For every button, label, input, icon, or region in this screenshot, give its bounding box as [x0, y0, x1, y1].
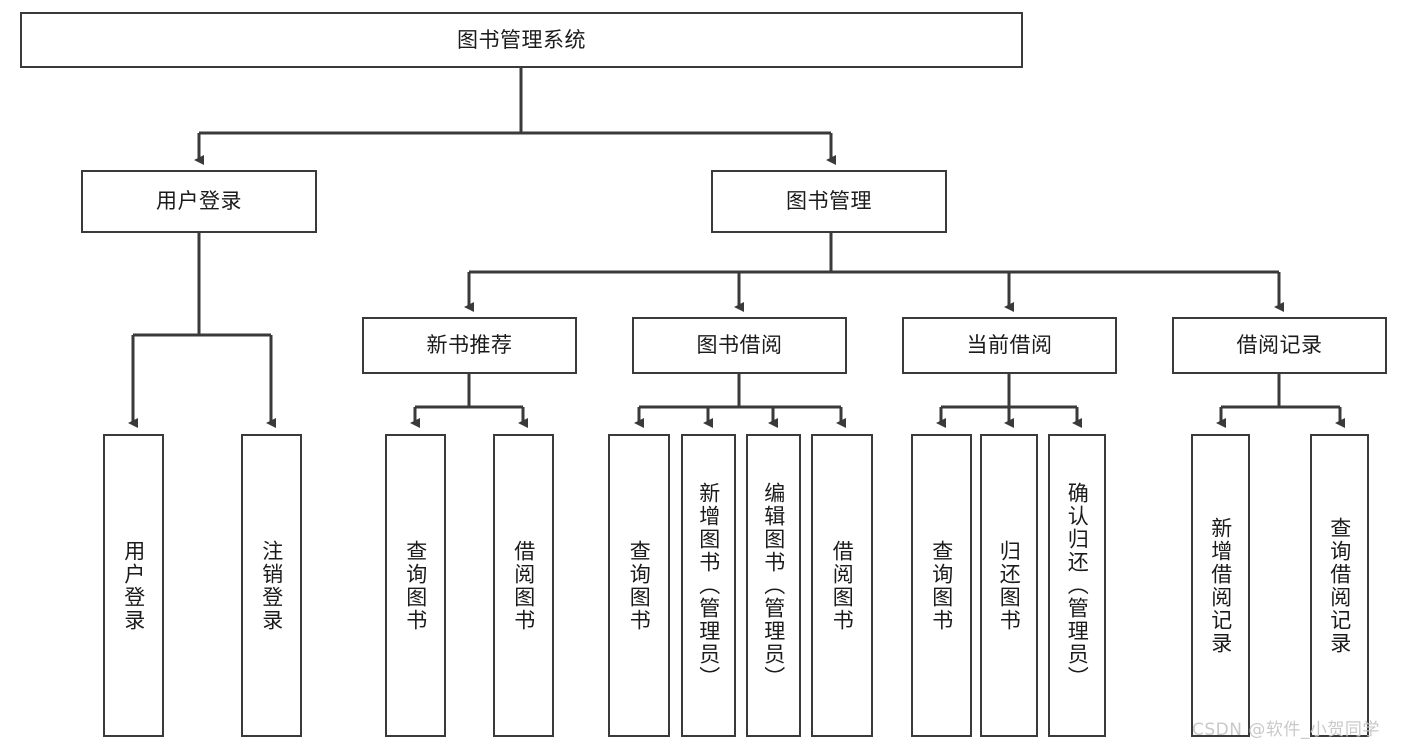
node-leaf-add-borrow-record[interactable]: 新增借阅记录	[1191, 434, 1250, 737]
node-leaf-return-book[interactable]: 归还图书	[980, 434, 1038, 737]
node-user-login[interactable]: 用户登录	[81, 170, 317, 233]
node-leaf-query-book-borrow[interactable]: 查询图书	[608, 434, 670, 737]
node-label: 借阅记录	[1236, 333, 1323, 358]
node-label: 用户登录	[156, 189, 242, 214]
node-label: 当前借阅	[966, 333, 1053, 358]
node-label: 图书管理	[786, 189, 872, 214]
node-leaf-edit-book-admin[interactable]: 编辑图书（管理员）	[746, 434, 801, 737]
node-label: 图书借阅	[696, 333, 783, 358]
node-label: 查询图书	[403, 539, 428, 632]
node-label: 新增借阅记录	[1208, 516, 1233, 655]
node-root-system[interactable]: 图书管理系统	[20, 12, 1023, 68]
node-label: 新书推荐	[426, 333, 513, 358]
watermark-text: CSDN @软件_小贺同学	[1192, 720, 1380, 740]
node-leaf-confirm-return-admin[interactable]: 确认归还（管理员）	[1048, 434, 1106, 737]
node-label: 查询图书	[929, 539, 954, 632]
node-label: 编辑图书（管理员）	[761, 482, 786, 689]
node-label: 查询借阅记录	[1327, 516, 1352, 655]
node-leaf-borrow-book[interactable]: 借阅图书	[811, 434, 873, 737]
node-book-management[interactable]: 图书管理	[711, 170, 947, 233]
node-label: 图书管理系统	[457, 27, 586, 52]
node-label: 用户登录	[121, 539, 146, 632]
node-leaf-borrow-book-recommend[interactable]: 借阅图书	[493, 434, 554, 737]
node-label: 确认归还（管理员）	[1065, 482, 1090, 689]
node-label: 借阅图书	[830, 539, 855, 632]
node-leaf-query-borrow-record[interactable]: 查询借阅记录	[1310, 434, 1369, 737]
node-borrow-records[interactable]: 借阅记录	[1172, 317, 1387, 374]
node-leaf-query-book-current[interactable]: 查询图书	[911, 434, 972, 737]
node-label: 查询图书	[627, 539, 652, 632]
node-leaf-query-book-recommend[interactable]: 查询图书	[385, 434, 446, 737]
node-book-borrow[interactable]: 图书借阅	[632, 317, 847, 374]
node-leaf-add-book-admin[interactable]: 新增图书（管理员）	[681, 434, 736, 737]
node-label: 归还图书	[997, 539, 1022, 632]
node-label: 新增图书（管理员）	[696, 482, 721, 689]
node-label: 借阅图书	[511, 539, 536, 632]
node-leaf-user-login[interactable]: 用户登录	[103, 434, 164, 737]
node-leaf-logout[interactable]: 注销登录	[241, 434, 302, 737]
node-new-book-recommend[interactable]: 新书推荐	[362, 317, 577, 374]
node-label: 注销登录	[259, 539, 284, 632]
node-current-borrow[interactable]: 当前借阅	[902, 317, 1117, 374]
